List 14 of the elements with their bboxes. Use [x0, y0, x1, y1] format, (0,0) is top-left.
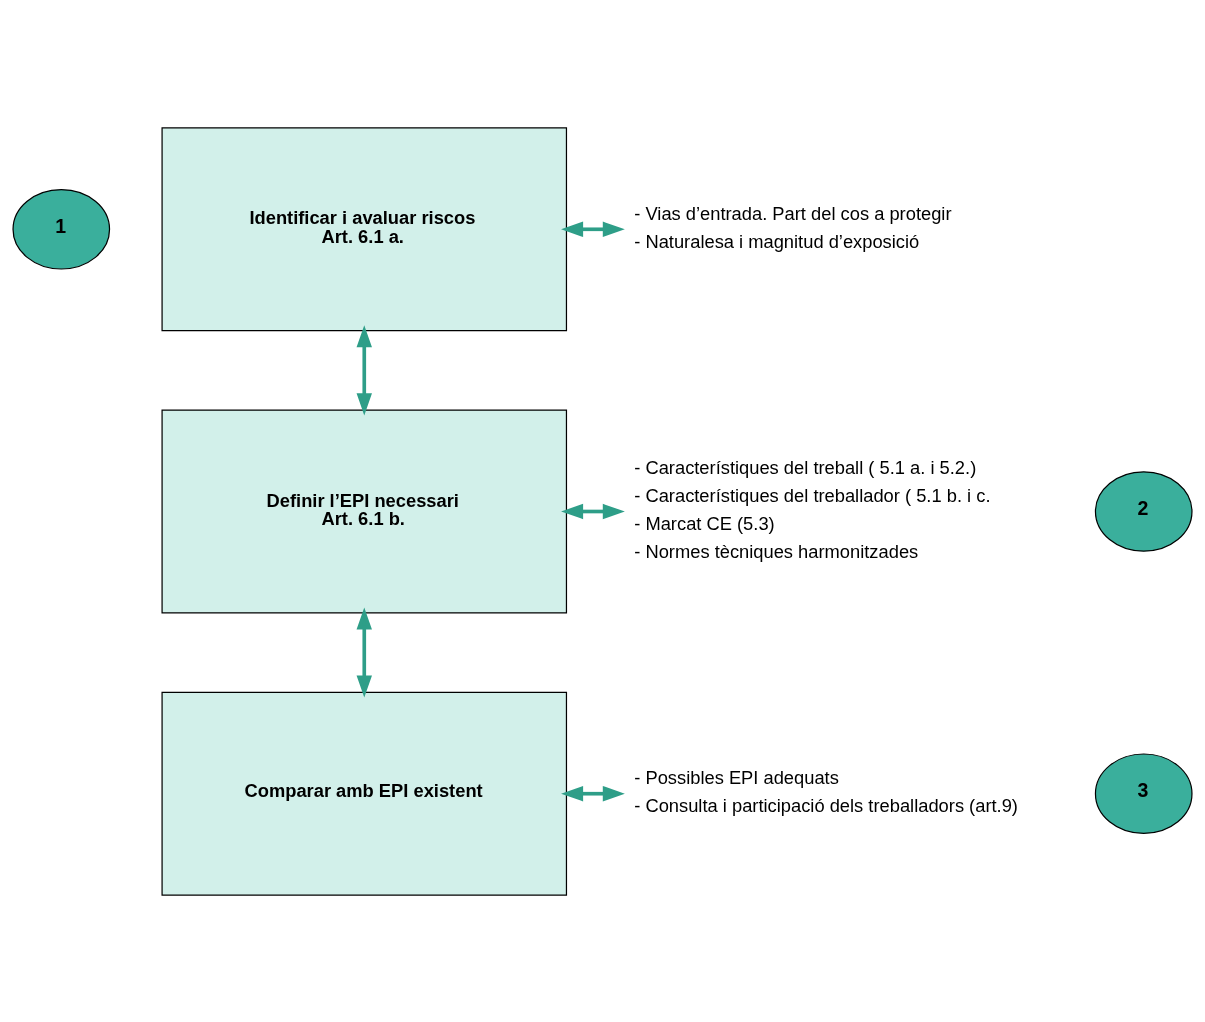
node-box: Definir l’EPI necessari Art. 6.1 b.	[161, 409, 568, 613]
arrow	[356, 606, 372, 698]
arrow	[561, 221, 625, 237]
arrow	[561, 785, 625, 801]
arrow	[561, 503, 625, 519]
node-text: - Característiques del treball ( 5.1 a. i 5.2.) - Característiques del treballador ( 5.1 b. i c. - Marcat CE (5.3) - Normes tècniques harmonitzades	[634, 456, 991, 562]
node-box: Identificar i avaluar riscos Art. 6.1 a.	[161, 126, 568, 331]
node-ellipse: 2	[1094, 470, 1193, 552]
node-ellipse: 1	[12, 188, 111, 270]
node-text: - Possibles EPI adequats - Consulta i participació dels treballadors (art.9)	[634, 766, 1018, 816]
node-ellipse: 3	[1094, 752, 1193, 834]
node-text: - Vias d’entrada. Part del cos a protegir - Naturalesa i magnitud d’exposició	[634, 202, 952, 252]
node-box: Comparar amb EPI existent	[161, 691, 568, 896]
arrow	[356, 324, 372, 415]
